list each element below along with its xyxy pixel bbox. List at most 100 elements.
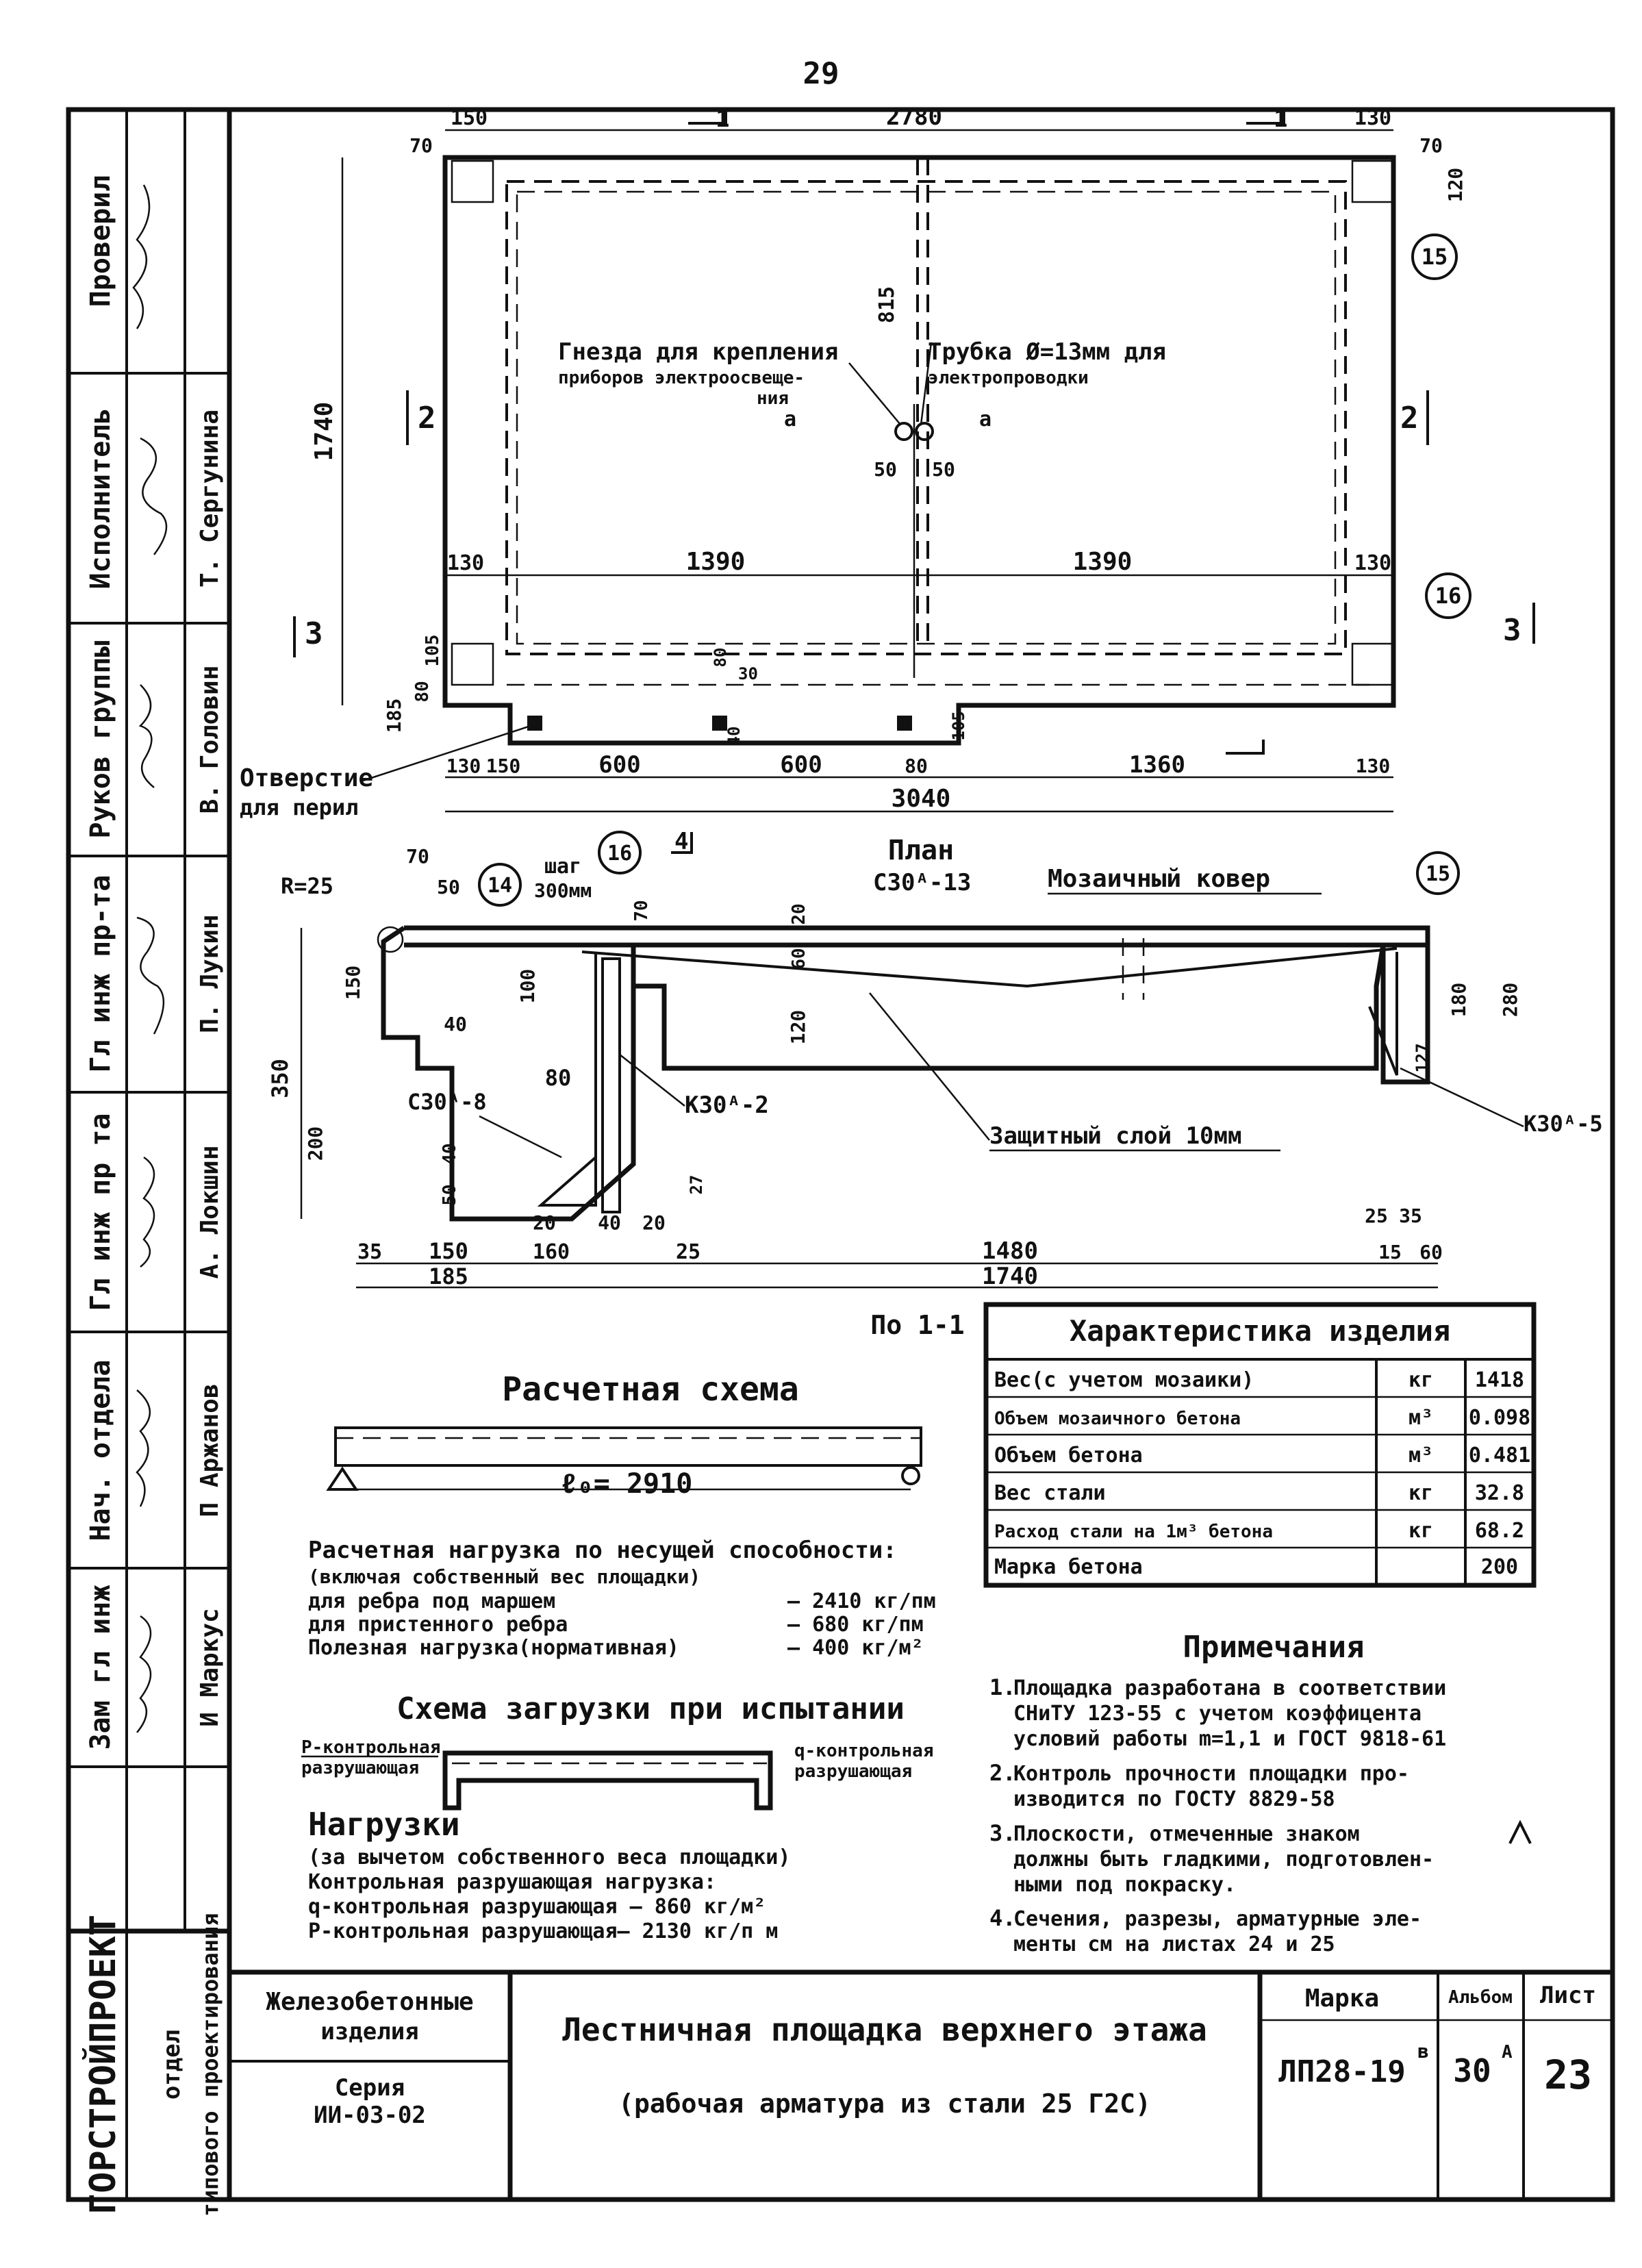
plan-view: 150 2780 130 70 70 120 1 1 1740 185 80 1…: [240, 103, 1535, 866]
dim-text: 350: [267, 1059, 293, 1098]
mark-value: ЛП28-19: [1278, 2054, 1405, 2089]
q-label-1: q-контрольная: [794, 1741, 934, 1761]
notes-title: Примечания: [1183, 1630, 1365, 1665]
section-view: R=25 70 50 40 100 шаг 300мм 70 14 16 15 …: [267, 831, 1603, 1340]
cover-label: Защитный слой 10мм: [989, 1122, 1241, 1150]
table-cell: 0.481: [1469, 1444, 1530, 1467]
mark-label: Марка: [1305, 1985, 1379, 2013]
dim-text: 40: [598, 1211, 621, 1234]
callout-sockets-1: Гнезда для крепления: [558, 338, 838, 366]
loads-title: Нагрузки: [308, 1806, 460, 1843]
characteristics-table: Характеристика изделия Вес(с учетом моза…: [983, 1302, 1537, 1588]
section-arrow: [671, 832, 693, 854]
detail-circle: [377, 926, 404, 953]
test-scheme: Схема загрузки при испытании Р-контрольн…: [301, 1691, 934, 1943]
series-label: Серия: [335, 2074, 405, 2102]
rebar-cage: [601, 957, 621, 1213]
dim-text: 3040: [892, 785, 951, 813]
dim-text: 1740: [310, 402, 338, 462]
bubble-15-text: 15: [1422, 244, 1448, 270]
note-num: 2.: [989, 1760, 1016, 1786]
load-sub: (включая собственный вес площадки): [308, 1565, 700, 1588]
signature-scribble: [138, 684, 155, 788]
side-stamp: Проверил Исполнитель Т. Сергунина Руков …: [68, 175, 229, 2217]
mark-a-right: а: [979, 407, 991, 431]
dim-text: 80: [711, 648, 730, 668]
sec2-left: 2: [418, 401, 436, 436]
dim-text: 40: [444, 1013, 467, 1035]
dim-text: 1480: [982, 1237, 1038, 1265]
dim-text: 40: [440, 1143, 460, 1164]
title-line-2: (рабочая арматура из стали 25 Г2С): [618, 2089, 1151, 2119]
org-sub1: отдел: [158, 2030, 186, 2100]
dim-text: 50: [932, 458, 955, 481]
dim-text: 130: [1354, 551, 1391, 575]
step-label: шаг: [544, 855, 581, 879]
dim-text: 150: [429, 1238, 468, 1264]
step-value: 300мм: [534, 879, 592, 902]
dim-text: 60: [1419, 1241, 1443, 1263]
leader-line: [619, 1054, 685, 1107]
page-number: 29: [803, 56, 839, 91]
load-row-0-label: для ребра под маршем: [308, 1589, 555, 1613]
sec3-left: 3: [305, 616, 323, 651]
sec1-left: 1: [716, 105, 729, 133]
dim-text: 185: [383, 698, 405, 733]
org-name: ГОРСТРОЙПРОЕКТ: [82, 1915, 124, 2215]
table-cell: кг: [1409, 1368, 1433, 1392]
stamp-name-3: П. Лукин: [196, 914, 224, 1033]
stamp-role-2: Руков группы: [85, 641, 116, 839]
bubble-16: [1425, 572, 1472, 619]
leader-line: [869, 992, 990, 1141]
dim-text: 150: [451, 106, 488, 130]
calc-scheme: Расчетная схема ℓ₀= 2910 Расчетная нагру…: [308, 1370, 936, 1660]
sec1-right: 1: [1274, 105, 1287, 133]
dim-text: 150: [486, 755, 521, 777]
signature-scribble: [136, 1615, 152, 1733]
table-cell: 1418: [1475, 1368, 1524, 1392]
stamp-role-5: Нач. отдела: [85, 1360, 116, 1541]
mosaic-label: Мозаичный ковер: [1048, 865, 1270, 893]
dim-text: 150: [342, 966, 364, 1000]
dim-text: 200: [304, 1126, 327, 1161]
dim-text: 160: [533, 1240, 570, 1264]
notes: Примечания 1. Площадка разработана в соо…: [989, 1630, 1532, 1956]
table-cell: кг: [1409, 1519, 1433, 1543]
table-cell: Вес стали: [994, 1481, 1106, 1505]
span-text: ℓ₀= 2910: [561, 1468, 693, 1500]
table-cell: кг: [1409, 1481, 1433, 1505]
bubble-16-section-text: 16: [607, 842, 632, 866]
dim-text: 80: [545, 1065, 572, 1091]
bubble-16-text: 16: [1435, 583, 1462, 609]
dim-text: 70: [631, 900, 652, 921]
dim-text: 50: [874, 458, 897, 481]
bubble-14-text: 14: [488, 874, 512, 898]
stamp-name-1: Т. Сергунина: [196, 410, 224, 588]
plan-inner-rib: [516, 190, 1337, 645]
outer-frame: [66, 107, 1615, 2202]
socket-circle: [915, 422, 934, 441]
table-cell: Расход стали на 1м³ бетона: [994, 1522, 1273, 1542]
railing-hole: [897, 716, 912, 731]
album-sup: А: [1502, 2042, 1513, 2063]
callout-tube-1: Трубка Ø=13мм для: [928, 338, 1166, 366]
signature-scribble: [140, 1156, 155, 1268]
dim-text: 60: [789, 948, 809, 969]
dim-text: 130: [447, 551, 484, 575]
dim-text: 100: [516, 969, 539, 1004]
test-title: Схема загрузки при испытании: [396, 1691, 905, 1726]
stamp-role-0: Проверил: [85, 175, 116, 307]
slab-profile: [633, 944, 1386, 1071]
note-line: Плоскости, отмеченные знаком: [1013, 1822, 1360, 1846]
dim-text: 25: [1365, 1205, 1388, 1227]
leader-line: [479, 1115, 562, 1159]
right-rib-profile: [1380, 945, 1430, 1085]
support-right: [901, 1466, 920, 1485]
rebar-line: [581, 947, 1398, 988]
dim-text: 25: [676, 1240, 700, 1264]
bubble-15: [1411, 234, 1458, 280]
note-line: ными под покраску.: [1013, 1873, 1236, 1897]
dim-text: 1390: [686, 548, 746, 576]
